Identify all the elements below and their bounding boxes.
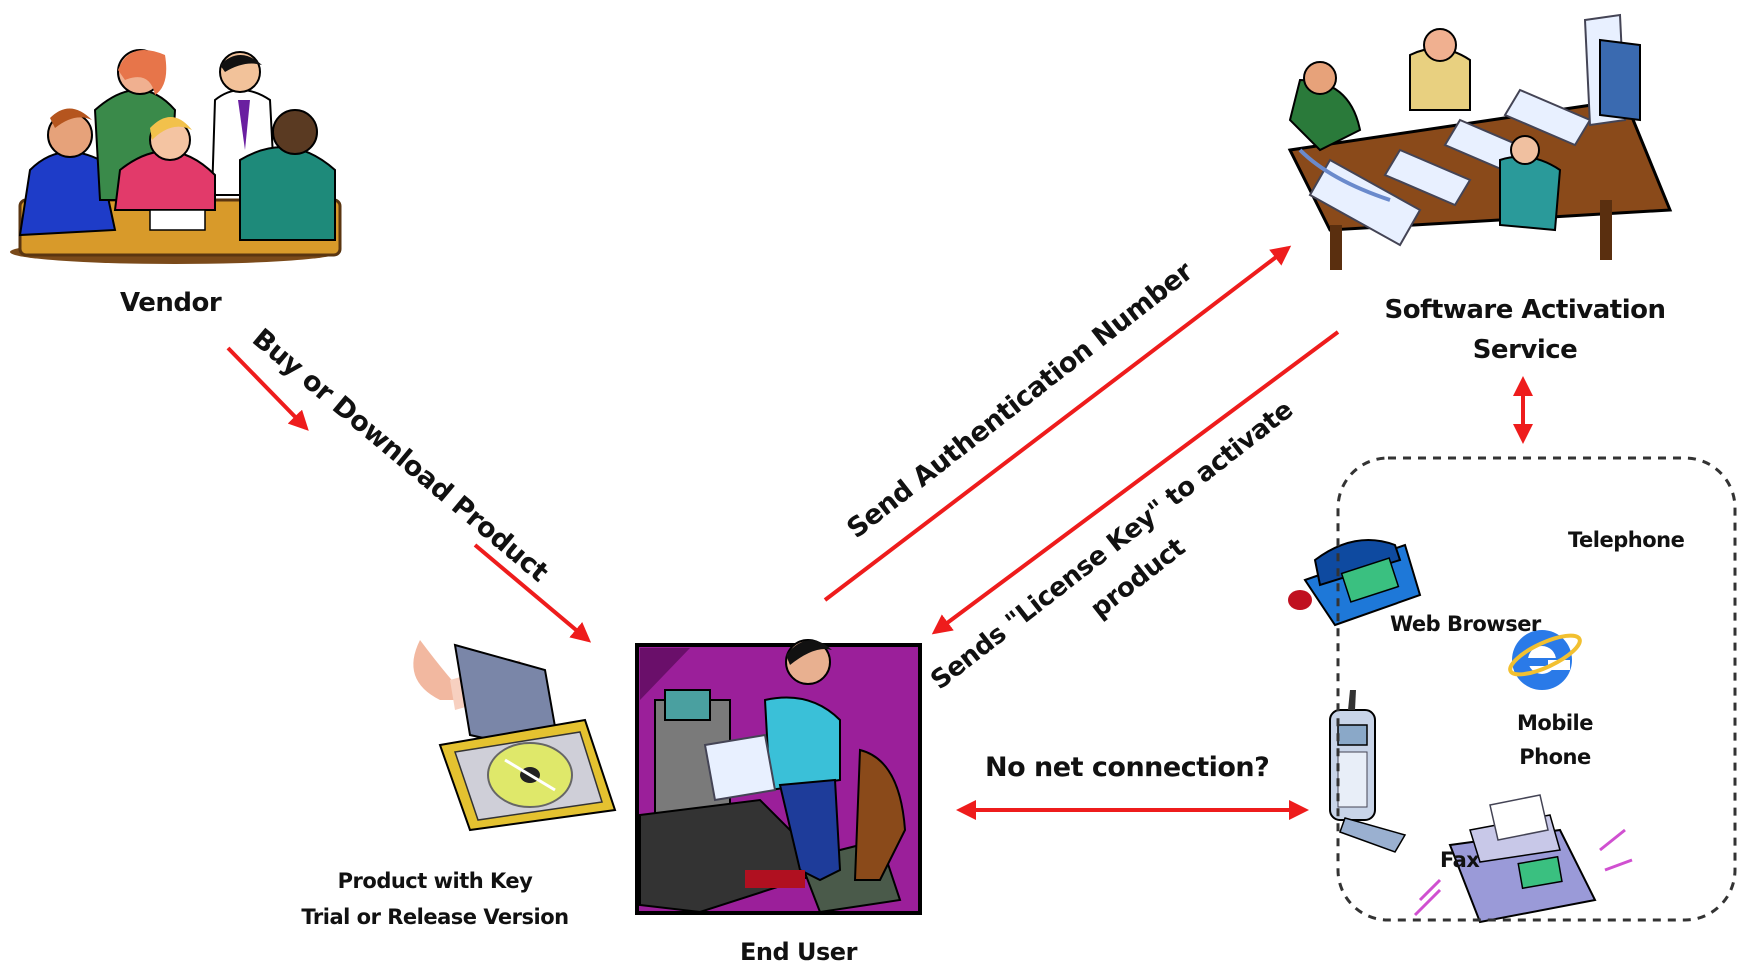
meeting-people-icon: [10, 49, 342, 264]
vendor-label: Vendor: [120, 288, 222, 318]
mobile-phone-label-line1: Mobile: [1517, 711, 1594, 735]
product-label-line2: Trial or Release Version: [301, 905, 569, 929]
product-label: Product with Key Trial or Release Versio…: [270, 863, 600, 935]
arrow-sends-key: [931, 330, 1340, 635]
activation-service-label: Software Activation Service: [1335, 290, 1715, 370]
busy-office-icon: [1287, 13, 1673, 270]
cd-case-icon: [413, 640, 617, 832]
fax-label: Fax: [1440, 848, 1480, 872]
internet-explorer-icon: [1508, 630, 1582, 690]
product-label-line1: Product with Key: [337, 869, 533, 893]
no-net-label: No net connection?: [985, 752, 1270, 783]
web-browser-label: Web Browser: [1390, 612, 1541, 636]
end-user-label: End User: [740, 938, 857, 966]
telephone-label: Telephone: [1568, 528, 1685, 552]
desk-telephone-icon: [1288, 539, 1422, 627]
phone-call-user-icon: [635, 639, 922, 915]
mobile-phone-label-line2: Phone: [1519, 745, 1591, 769]
arrow-vendor-to-user-a: [226, 346, 309, 431]
mobile-phone-label: Mobile Phone: [1500, 706, 1610, 774]
activation-service-label-line1: Software Activation: [1384, 295, 1666, 325]
mobile-phone-icon: [1329, 690, 1407, 853]
arrow-vendor-to-user-b: [473, 543, 592, 643]
fax-machine-icon: [1413, 794, 1633, 924]
arrow-send-auth: [823, 245, 1292, 602]
activation-service-label-line2: Service: [1472, 335, 1578, 365]
alternatives-box: [1336, 456, 1737, 922]
